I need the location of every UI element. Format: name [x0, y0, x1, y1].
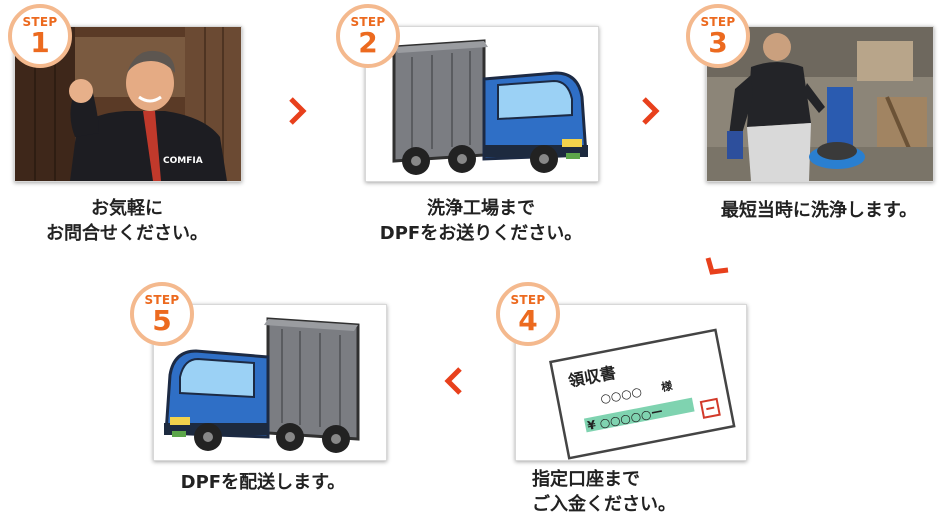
step-label: STEP: [144, 293, 180, 307]
step-4-caption: 指定口座まで ご入金ください。: [532, 469, 676, 515]
arrow-right-icon: [289, 97, 307, 125]
step-label: STEP: [22, 15, 58, 29]
svg-text:様: 様: [660, 378, 674, 394]
truck-icon: [154, 305, 386, 460]
workshop-cleaning-photo: [707, 27, 933, 181]
step-3-badge: STEP 3: [686, 4, 750, 68]
step-number: 5: [152, 304, 172, 337]
step-2-caption: 洗浄工場まで DPFをお送りください。: [379, 198, 583, 244]
step-3-photo: [706, 26, 934, 182]
step-1-caption: お気軽に お問合せください。: [46, 198, 208, 244]
step-number: 2: [358, 26, 378, 59]
step-label: STEP: [350, 15, 386, 29]
arrow-right-icon: [642, 97, 660, 125]
truck-icon: [366, 27, 598, 181]
step-label: STEP: [510, 293, 546, 307]
step-number: 1: [30, 26, 50, 59]
step-5-badge: STEP 5: [130, 282, 194, 346]
step-4-badge: STEP 4: [496, 282, 560, 346]
step-number: 4: [518, 304, 538, 337]
arrow-down-left-icon: [705, 257, 729, 275]
step-5-caption: DPFを配送します。: [180, 472, 346, 493]
step-5-photo: [153, 304, 387, 461]
arrow-left-icon: [444, 367, 462, 395]
step-label: STEP: [700, 15, 736, 29]
step-2-badge: STEP 2: [336, 4, 400, 68]
step-number: 3: [708, 26, 728, 59]
step-1-badge: STEP 1: [8, 4, 72, 68]
step-3-caption: 最短当時に洗浄します。: [720, 200, 918, 221]
svg-text:COMFIA: COMFIA: [163, 156, 203, 166]
step-2-photo: [365, 26, 599, 182]
